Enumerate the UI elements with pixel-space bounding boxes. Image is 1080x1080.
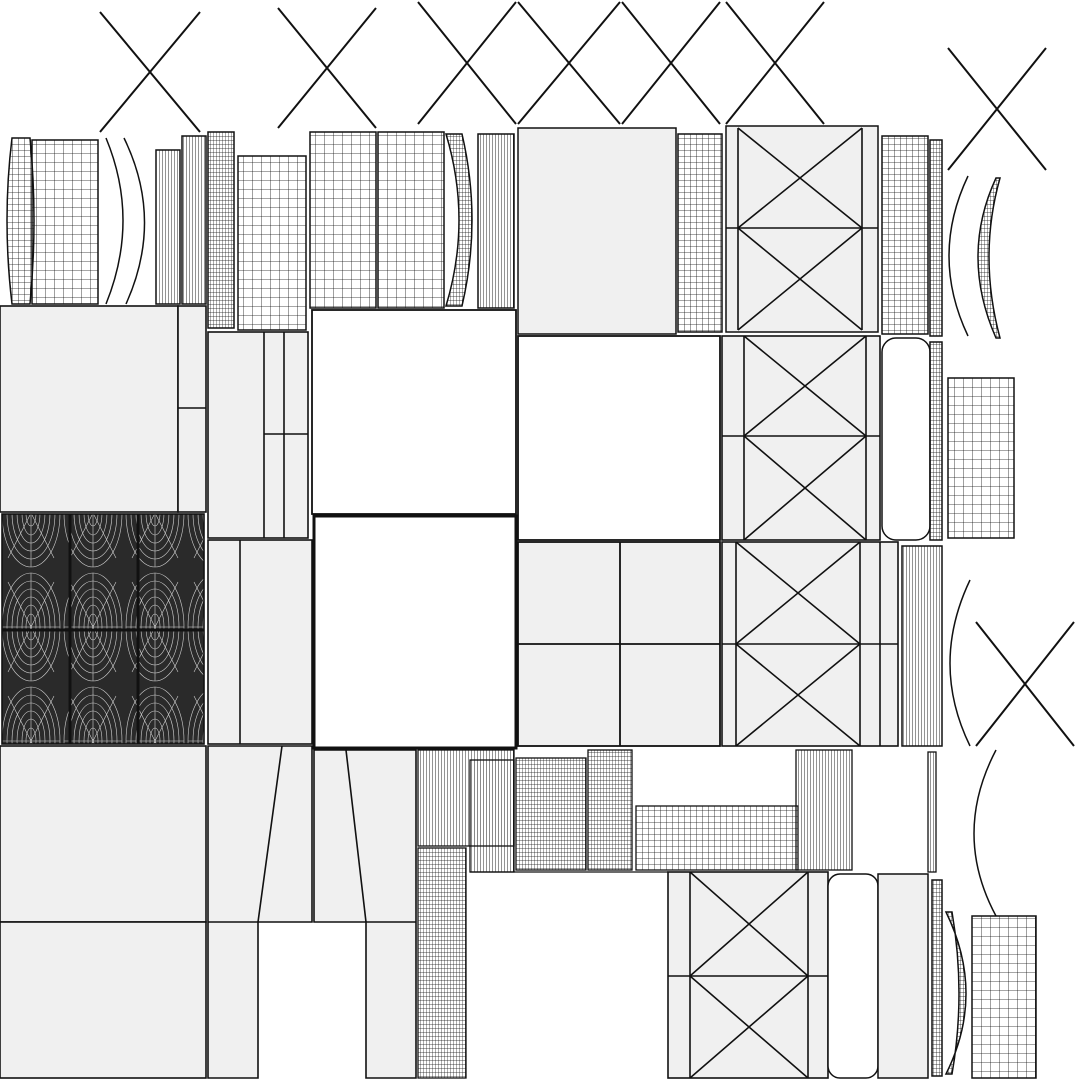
arc-strip: [973, 749, 997, 917]
x-mark: [725, 1, 825, 125]
plain-panel: [517, 127, 677, 335]
bulge-mesh: [444, 133, 473, 307]
rounded-panel: [881, 337, 931, 541]
right-column: [827, 337, 1037, 1079]
crossed-panel-frame: [725, 125, 879, 333]
thin-strips: [469, 759, 515, 873]
dark-column: [587, 749, 633, 871]
thin-strips: [795, 749, 853, 871]
cylinder-mesh: [881, 135, 929, 335]
thin-strips: [477, 133, 515, 309]
dark-column: [929, 139, 943, 337]
cylinder-mesh: [309, 131, 377, 309]
plain-panel: [0, 305, 179, 513]
x-marks-top: [99, 1, 1075, 747]
crossed-panels: [667, 127, 899, 1079]
dark-column: [417, 847, 467, 1079]
thin-strips: [901, 545, 943, 747]
x-mark: [99, 11, 201, 133]
left-panels: [0, 305, 417, 1079]
dark-column: [929, 341, 943, 541]
arc-strip: [948, 175, 969, 337]
x-mark: [517, 1, 621, 125]
x-mark: [975, 621, 1075, 747]
cylinder-mesh: [237, 155, 307, 331]
bulge-mesh: [6, 137, 35, 305]
plain-panel: [207, 331, 309, 539]
thin-strips: [155, 149, 181, 305]
cylinder-mesh: [947, 377, 1015, 539]
x-mark: [277, 7, 377, 129]
thin-strips: [927, 751, 937, 873]
bulge-mesh: [977, 177, 1001, 339]
arc-strip: [105, 137, 124, 305]
cylinder-mesh: [377, 131, 445, 309]
rounded-panel: [827, 873, 879, 1079]
arc-strip: [949, 579, 971, 747]
dark-column: [207, 131, 235, 329]
cylinder-mesh: [677, 133, 723, 333]
plain-panel: [0, 745, 207, 923]
plain-panel: [877, 873, 929, 1079]
plain-panel: [207, 539, 313, 745]
center-panels: [311, 309, 721, 750]
x-mark: [621, 1, 721, 125]
x-mark: [417, 1, 517, 125]
dark-column: [515, 757, 587, 871]
top-row-meshes: [6, 125, 1001, 339]
x-mark: [947, 47, 1047, 171]
arc-strip: [123, 137, 146, 305]
cylinder-mesh: [635, 805, 799, 871]
cylinder-mesh: [971, 915, 1037, 1079]
dark-column: [931, 879, 943, 1077]
bottom-middle-meshes: [417, 749, 937, 1079]
plain-panel: [0, 921, 207, 1079]
thin-strips: [181, 135, 207, 305]
cylinder-mesh: [31, 139, 99, 305]
bulge-mesh: [944, 911, 967, 1075]
strip-panel: [177, 305, 207, 513]
